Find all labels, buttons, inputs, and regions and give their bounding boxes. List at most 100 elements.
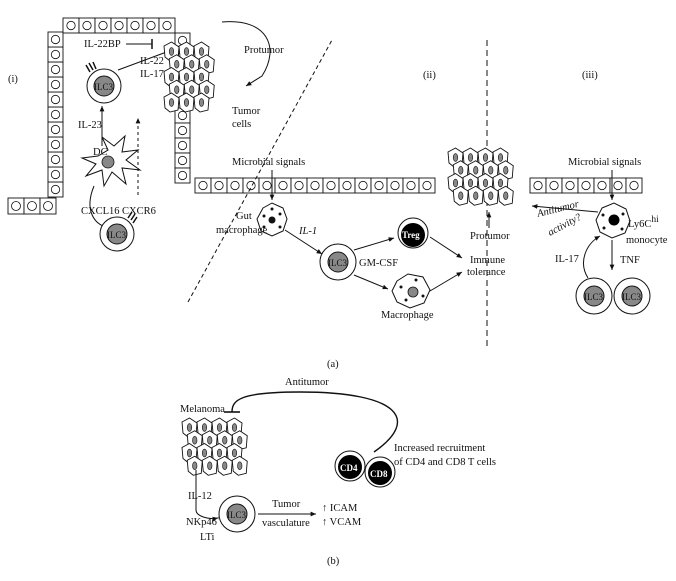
epithelial-cell: [322, 177, 340, 194]
il17-right-label: IL-17: [555, 254, 579, 265]
svg-text:ILC3: ILC3: [622, 292, 641, 302]
tumor-cluster-mid: [447, 147, 514, 206]
epithelial-cell: [242, 177, 260, 194]
section-ii-label: (ii): [423, 70, 436, 81]
epithelial-cell: [47, 136, 64, 153]
cells-label: cells: [232, 119, 251, 130]
tumor-cell: [163, 92, 180, 113]
ilc3-right-2: ILC3: [613, 277, 651, 315]
epithelial-cell: [110, 17, 128, 34]
epithelial-cell: [47, 181, 64, 198]
epithelial-cell: [561, 177, 579, 194]
svg-text:Treg: Treg: [402, 230, 420, 240]
gut-label: Gut: [236, 211, 252, 222]
tumor-cell: [193, 92, 210, 113]
tumor-cell: [178, 92, 195, 113]
il22bp-label: IL-22BP: [84, 39, 121, 50]
epithelial-cell: [142, 17, 160, 34]
microbial-signals-right: Microbial signals: [568, 157, 641, 168]
recruit-line1: Increased recruitment: [394, 443, 485, 454]
tumor-cell: [482, 185, 499, 206]
epithelial-cell: [593, 177, 611, 194]
il1-label: IL-1: [298, 226, 317, 237]
epithelial-cell: [226, 177, 244, 194]
epithelial-cell: [402, 177, 420, 194]
macrophage-cell: [391, 273, 431, 309]
panel-a-label: (a): [327, 359, 339, 370]
tumor-cell: [201, 455, 218, 476]
svg-text:ILC3: ILC3: [107, 230, 126, 240]
section-i-label: (i): [8, 74, 18, 85]
cxcr6-label: CXCR6: [122, 206, 156, 217]
svg-text:ILC3: ILC3: [227, 510, 246, 520]
tolerance-label: tolerance: [467, 267, 506, 278]
epithelial-cell: [158, 17, 176, 34]
melanoma-cluster: [181, 417, 248, 476]
epithelial-cell: [47, 106, 64, 123]
epithelial-cell: [47, 31, 64, 48]
cxcl16-label: CXCL16: [81, 206, 120, 217]
microbial-signals-mid: Microbial signals: [232, 157, 305, 168]
vasculature-label: vasculature: [262, 518, 310, 529]
svg-text:CD4: CD4: [340, 463, 358, 473]
tumor-b-label: Tumor: [272, 499, 301, 510]
tumor-cell: [452, 185, 469, 206]
epithelial-cell: [174, 137, 191, 154]
epithelial-cell: [47, 46, 64, 63]
protumor-top-label: Protumor: [244, 45, 284, 56]
epithelial-cell: [47, 91, 64, 108]
tumor-label: Tumor: [232, 106, 261, 117]
epithelial-cell: [7, 197, 25, 215]
il23-label: IL-23: [78, 120, 102, 131]
antitumor-arrow: [531, 204, 599, 213]
panel-b: Antitumor Melanoma CD4 CD8 Increased rec…: [180, 377, 496, 567]
macrophage-label: macrophage: [216, 225, 268, 236]
cd4-cell: CD4: [334, 450, 366, 482]
epithelial-cell: [23, 197, 41, 215]
gut-macrophage: [256, 202, 288, 237]
svg-text:ILC3: ILC3: [584, 292, 603, 302]
tumor-cluster-top: [163, 41, 215, 113]
epithelial-cell: [47, 76, 64, 93]
nkp46-label: NKp46+: [186, 514, 221, 528]
epithelial-cell: [274, 177, 292, 194]
epithelial-cell: [306, 177, 324, 194]
epithelial-cell: [625, 177, 643, 194]
ilc3-b: ILC3: [218, 495, 256, 533]
epithelial-cell: [194, 177, 212, 194]
epithelial-cell: [47, 61, 64, 78]
epithelial-cell: [258, 177, 276, 194]
section-iii-label: (iii): [582, 70, 598, 81]
macrophage2-label: Macrophage: [381, 310, 434, 321]
svg-text:DC: DC: [93, 147, 108, 158]
panel-b-label: (b): [327, 556, 340, 567]
divider-diagonal: [187, 39, 333, 303]
epithelial-cell: [47, 151, 64, 168]
il12-label: IL-12: [188, 491, 212, 502]
ly6c-monocyte: [595, 202, 631, 239]
epithelial-cell: [47, 166, 64, 183]
epithelium-left: [7, 197, 57, 215]
gmcsf-label: GM-CSF: [359, 258, 398, 269]
tumor-cell: [231, 455, 248, 476]
epithelial-cell: [386, 177, 404, 194]
svg-text:CD8: CD8: [370, 469, 388, 479]
epithelial-cell: [126, 17, 144, 34]
epithelial-cell: [418, 177, 436, 194]
dendritic-cell: DC: [80, 134, 142, 188]
epithelial-cell: [174, 122, 191, 139]
epithelial-cell: [354, 177, 372, 194]
immune-label: Immune: [470, 255, 505, 266]
tumor-cell: [467, 185, 484, 206]
ilc3-right-1: ILC3: [575, 277, 613, 315]
protumor-loop: [221, 21, 271, 87]
cd8-cell: CD8: [364, 456, 396, 488]
tumor-cell: [186, 455, 203, 476]
il22-label: IL-22: [140, 56, 164, 67]
epithelial-cell: [545, 177, 563, 194]
il17-label: IL-17: [140, 69, 164, 80]
svg-text:ILC3: ILC3: [328, 258, 347, 268]
epithelial-cell: [94, 17, 112, 34]
ly6c-label: Ly6Chi: [628, 215, 659, 230]
